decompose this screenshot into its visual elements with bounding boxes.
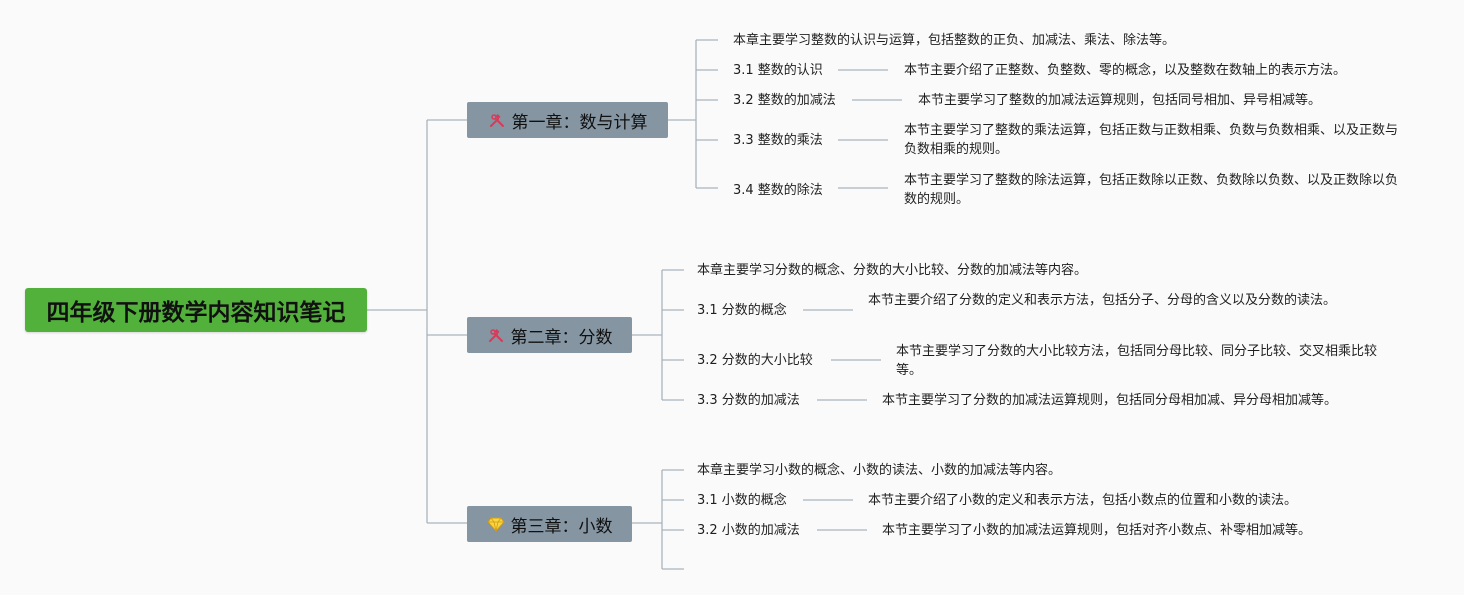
chapter-1-section-1-title: 3.1 整数的认识 xyxy=(733,63,823,78)
chapter-3-section-2-desc: 本节主要学习了小数的加减法运算规则，包括对齐小数点、补零相加减等。 xyxy=(882,523,1312,538)
chapter-1-title: 第一章：数与计算 xyxy=(511,112,648,133)
tools-icon xyxy=(489,114,504,127)
chapter-3-section-1-title: 3.1 小数的概念 xyxy=(697,493,787,508)
chapter-2-section-2-desc: 本节主要学习了分数的大小比较方法，包括同分母比较、同分子比较、交叉相乘比较等。 xyxy=(896,344,1378,378)
chapter-2-node[interactable]: 第二章：分数 xyxy=(467,317,632,353)
root-title: 四年级下册数学内容知识笔记 xyxy=(46,300,346,326)
chapter-1-summary: 本章主要学习整数的认识与运算，包括整数的正负、加减法、乘法、除法等。 xyxy=(733,33,1176,48)
chapter-3-summary: 本章主要学习小数的概念、小数的读法、小数的加减法等内容。 xyxy=(697,463,1062,478)
chapter-1-section-4-title: 3.4 整数的除法 xyxy=(733,183,823,198)
chapter-2-section-3-desc: 本节主要学习了分数的加减法运算规则，包括同分母相加减、异分母相加减等。 xyxy=(882,393,1338,408)
chapter-2-section-1-desc: 本节主要介绍了分数的定义和表示方法，包括分子、分母的含义以及分数的读法。 xyxy=(868,293,1337,308)
chapter-2-section-1-title: 3.1 分数的概念 xyxy=(697,303,787,318)
chapter-1-section-2-desc: 本节主要学习了整数的加减法运算规则，包括同号相加、异号相减等。 xyxy=(918,93,1322,108)
chapter-3-title: 第三章：小数 xyxy=(510,516,613,537)
chapter-3-section-1-desc: 本节主要介绍了小数的定义和表示方法，包括小数点的位置和小数的读法。 xyxy=(868,493,1298,508)
chapter-2-section-3-title: 3.3 分数的加减法 xyxy=(697,393,800,408)
chapter-1-section-4-desc: 本节主要学习了整数的除法运算，包括正数除以正数、负数除以负数、以及正数除以负数的… xyxy=(904,173,1399,207)
diamond-icon xyxy=(486,517,505,532)
chapter-2-title: 第二章：分数 xyxy=(510,327,613,348)
tools-icon xyxy=(488,329,503,342)
root-node[interactable]: 四年级下册数学内容知识笔记 xyxy=(25,288,367,332)
chapter-2-summary: 本章主要学习分数的概念、分数的大小比较、分数的加减法等内容。 xyxy=(697,263,1088,278)
chapter-1-section-3-title: 3.3 整数的乘法 xyxy=(733,133,823,148)
chapter-3-node[interactable]: 第三章：小数 xyxy=(467,506,632,542)
chapter-1-section-3-desc: 本节主要学习了整数的乘法运算，包括正数与正数相乘、负数与负数相乘、以及正数与负数… xyxy=(904,123,1399,157)
chapter-2-section-2-title: 3.2 分数的大小比较 xyxy=(697,353,813,368)
chapter-1-node[interactable]: 第一章：数与计算 xyxy=(467,102,668,138)
chapter-1-section-2-title: 3.2 整数的加减法 xyxy=(733,93,836,108)
chapter-1-section-1-desc: 本节主要介绍了正整数、负整数、零的概念，以及整数在数轴上的表示方法。 xyxy=(904,63,1347,78)
chapter-3-section-2-title: 3.2 小数的加减法 xyxy=(697,523,800,538)
